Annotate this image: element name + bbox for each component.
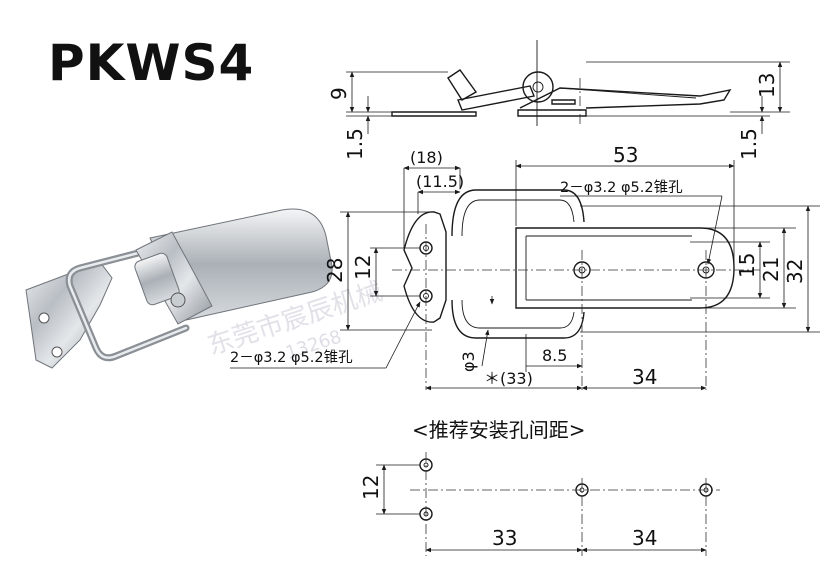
- dim-side-height: 9: [327, 87, 351, 100]
- side-view: 9 1.5 13 1.5: [327, 40, 790, 160]
- dim-height-21: 21: [759, 257, 783, 282]
- hole-note-bottom: 2－φ3.2 φ5.2锥孔: [230, 349, 353, 366]
- product-title: PKWS4: [48, 34, 255, 92]
- dim-height-12: 12: [351, 255, 375, 280]
- dim-diameter-3: φ3: [459, 351, 478, 372]
- dim-side-total-height: 13: [755, 73, 779, 98]
- dim-span-34: 34: [632, 365, 657, 389]
- dim-top-overall: (18): [410, 148, 443, 167]
- hole-note-top: 2－φ3.2 φ5.2锥孔: [560, 179, 683, 196]
- mounting-layout: 12 33 34: [359, 452, 720, 556]
- dim-height-15: 15: [735, 253, 759, 278]
- dim-mount-12: 12: [359, 475, 383, 500]
- dim-span-33: ＊(33): [484, 369, 533, 388]
- dim-mount-33: 33: [492, 526, 517, 550]
- dim-side-thickness-left: 1.5: [343, 128, 367, 160]
- dim-height-32: 32: [783, 259, 807, 284]
- dim-offset-8-5: 8.5: [542, 346, 567, 365]
- dim-height-28: 28: [323, 258, 347, 283]
- product-photo: [25, 208, 333, 369]
- mounting-subheading: <推荐安装孔间距>: [412, 418, 586, 442]
- dim-top-inner: (11.5): [416, 172, 464, 191]
- dim-side-thickness-right: 1.5: [737, 128, 761, 160]
- dim-mount-34: 34: [632, 526, 657, 550]
- top-view: (18) (11.5) 53 2－φ3.2 φ5.2锥孔 28 12: [230, 143, 820, 391]
- dim-top-width: 53: [613, 143, 638, 167]
